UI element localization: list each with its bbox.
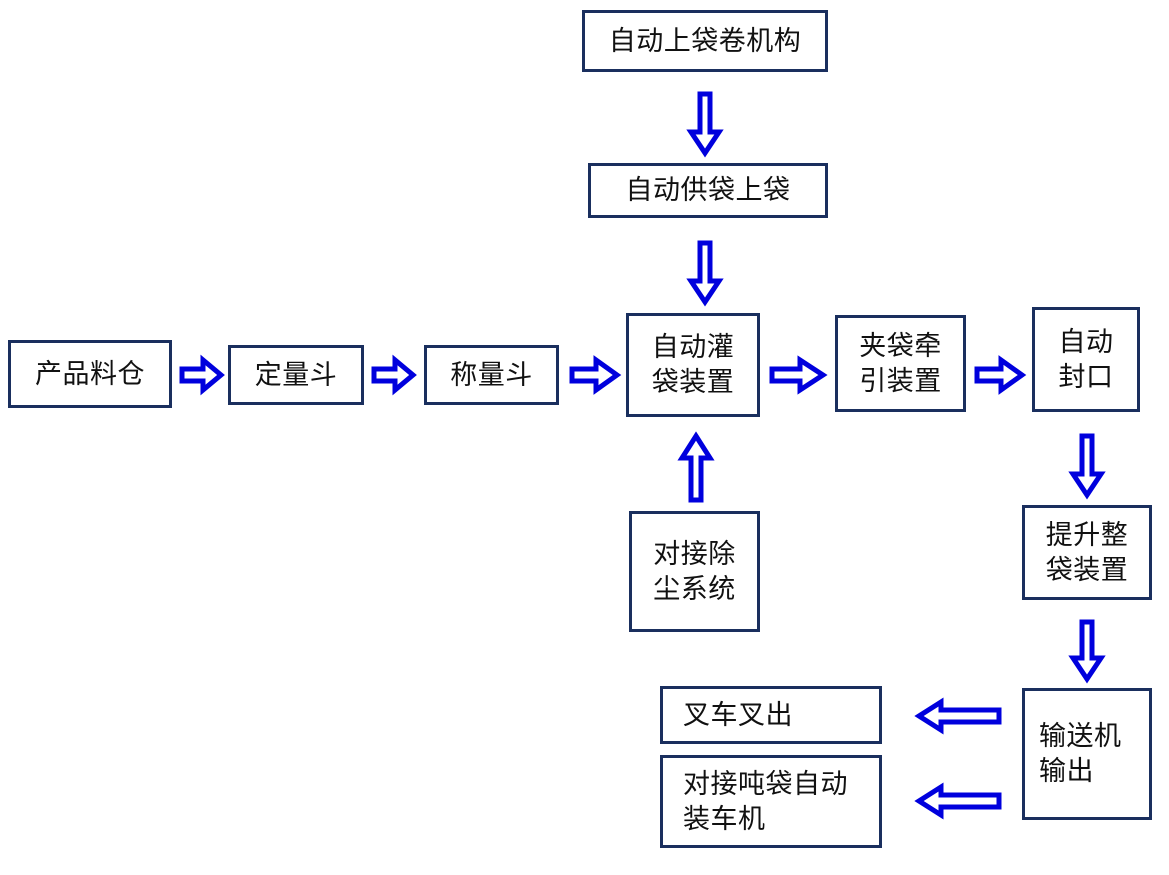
arrow-down-sealing-to-lifting [1068, 433, 1106, 500]
arrow-right-clamp-to-sealing [974, 355, 1027, 395]
arrow-left-conveyor-to-forklift [914, 697, 1002, 735]
node-conveyor-output[interactable]: 输送机 输出 [1022, 688, 1152, 820]
node-label: 自动供袋上袋 [625, 175, 791, 206]
node-label: 定量斗 [254, 359, 338, 390]
node-auto-bag-feeding[interactable]: 自动供袋上袋 [588, 163, 828, 218]
node-label: 对接吨袋自动 装车机 [683, 768, 848, 834]
node-forklift-output[interactable]: 叉车叉出 [660, 686, 882, 744]
node-label: 输送机 输出 [1039, 721, 1122, 786]
node-label: 自动灌 袋装置 [651, 332, 735, 397]
node-label: 夹袋牵 引装置 [859, 330, 942, 396]
node-ton-bag-auto-loader[interactable]: 对接吨袋自动 装车机 [660, 755, 882, 848]
node-dust-removal-system[interactable]: 对接除 尘系统 [629, 511, 760, 632]
arrow-right-silo-to-dosing [179, 354, 225, 396]
arrow-right-weighing-to-filling [569, 355, 622, 395]
node-lifting-bag-shaping-device[interactable]: 提升整 袋装置 [1022, 505, 1152, 600]
arrow-right-filling-to-clamp [769, 355, 828, 395]
node-label: 自动上袋卷机构 [608, 25, 802, 56]
node-label: 自动 封口 [1058, 326, 1114, 392]
node-weighing-hopper[interactable]: 称量斗 [424, 345, 559, 405]
arrow-right-dosing-to-weighing [371, 354, 417, 396]
node-label: 称量斗 [450, 359, 533, 390]
arrow-down-bagfeed-to-filling [686, 240, 724, 307]
node-label: 对接除 尘系统 [653, 538, 736, 604]
node-bag-clamp-traction-device[interactable]: 夹袋牵 引装置 [835, 315, 966, 412]
node-label: 叉车叉出 [683, 699, 793, 730]
node-auto-bag-roll-mechanism[interactable]: 自动上袋卷机构 [582, 10, 828, 72]
arrow-down-lifting-to-conveyor [1068, 619, 1106, 684]
arrow-up-dust-to-filling [677, 431, 715, 503]
arrow-down-bagroll-to-bagfeed [686, 91, 724, 158]
node-product-silo[interactable]: 产品料仓 [8, 340, 172, 408]
arrow-left-conveyor-to-tonbag [914, 782, 1002, 820]
node-label: 产品料仓 [35, 358, 145, 389]
node-label: 提升整 袋装置 [1045, 519, 1129, 585]
node-auto-bag-filling-device[interactable]: 自动灌 袋装置 [626, 313, 760, 417]
node-auto-sealing[interactable]: 自动 封口 [1032, 307, 1140, 412]
node-dosing-hopper[interactable]: 定量斗 [228, 345, 364, 405]
